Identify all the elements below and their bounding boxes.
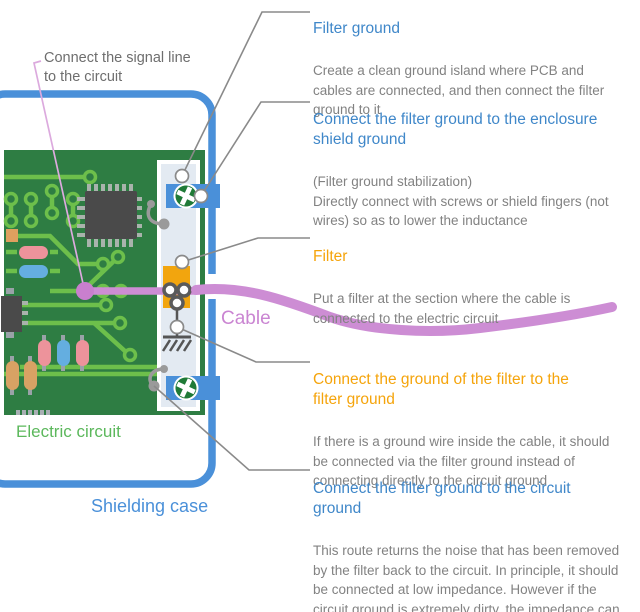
leader-filter	[181, 237, 310, 263]
leader-circuit-ground	[153, 385, 310, 471]
cable-label: Cable	[221, 308, 271, 329]
electric-circuit-label: Electric circuit	[16, 422, 121, 441]
signal-note-leader-line	[32, 60, 85, 289]
annotation-body: (Filter ground stabilization) Directly c…	[313, 174, 609, 228]
annotation-enclosure-ground: Connect the filter ground to the enclosu…	[313, 92, 640, 249]
shielding-case-label: Shielding case	[91, 496, 209, 516]
leader-anchor-circles	[169, 168, 209, 335]
annotation-filter-ground: Filter ground Create a clean ground isla…	[313, 1, 640, 138]
screw-icon-top	[173, 183, 199, 209]
cable-line	[191, 283, 617, 336]
pcb-vias	[3, 169, 138, 363]
annotation-title: Filter	[313, 248, 348, 265]
pcb-components	[6, 229, 89, 415]
annotation-filter: Filter Put a filter at the section where…	[313, 229, 640, 346]
ground-symbol-icon	[161, 335, 193, 352]
annotation-filter-to-filter-ground: Connect the ground of the filter to the …	[313, 352, 640, 509]
hook-wire-top	[146, 200, 170, 230]
annotation-body: Put a filter at the section where the ca…	[313, 291, 571, 326]
signal-connection-dot	[76, 282, 94, 300]
annotation-title: Connect the ground of the filter to the …	[313, 371, 569, 408]
annotation-body: Create a clean ground island where PCB a…	[313, 63, 605, 117]
ic-chip-icon	[77, 184, 142, 247]
annotation-body: This route returns the noise that has be…	[313, 543, 620, 612]
annotation-circuit-ground: Connect the filter ground to the circuit…	[313, 461, 640, 612]
leader-lines	[153, 11, 310, 471]
leader-filter-to-filter-ground	[176, 326, 310, 363]
filter-pins	[162, 282, 192, 311]
annotation-title: Filter ground	[313, 20, 401, 37]
annotation-body: If there is a ground wire inside the cab…	[313, 434, 610, 488]
annotation-title: Connect the filter ground to the circuit…	[313, 480, 571, 517]
ic-chip-small-icon	[1, 288, 28, 338]
annotation-title: Connect the filter ground to the enclosu…	[313, 111, 598, 148]
leader-filter-ground	[181, 11, 310, 177]
screw-icon-bottom	[173, 375, 199, 401]
signal-note: Connect the signal line to the circuit	[44, 50, 191, 85]
leader-enclosure-ground	[200, 101, 310, 197]
